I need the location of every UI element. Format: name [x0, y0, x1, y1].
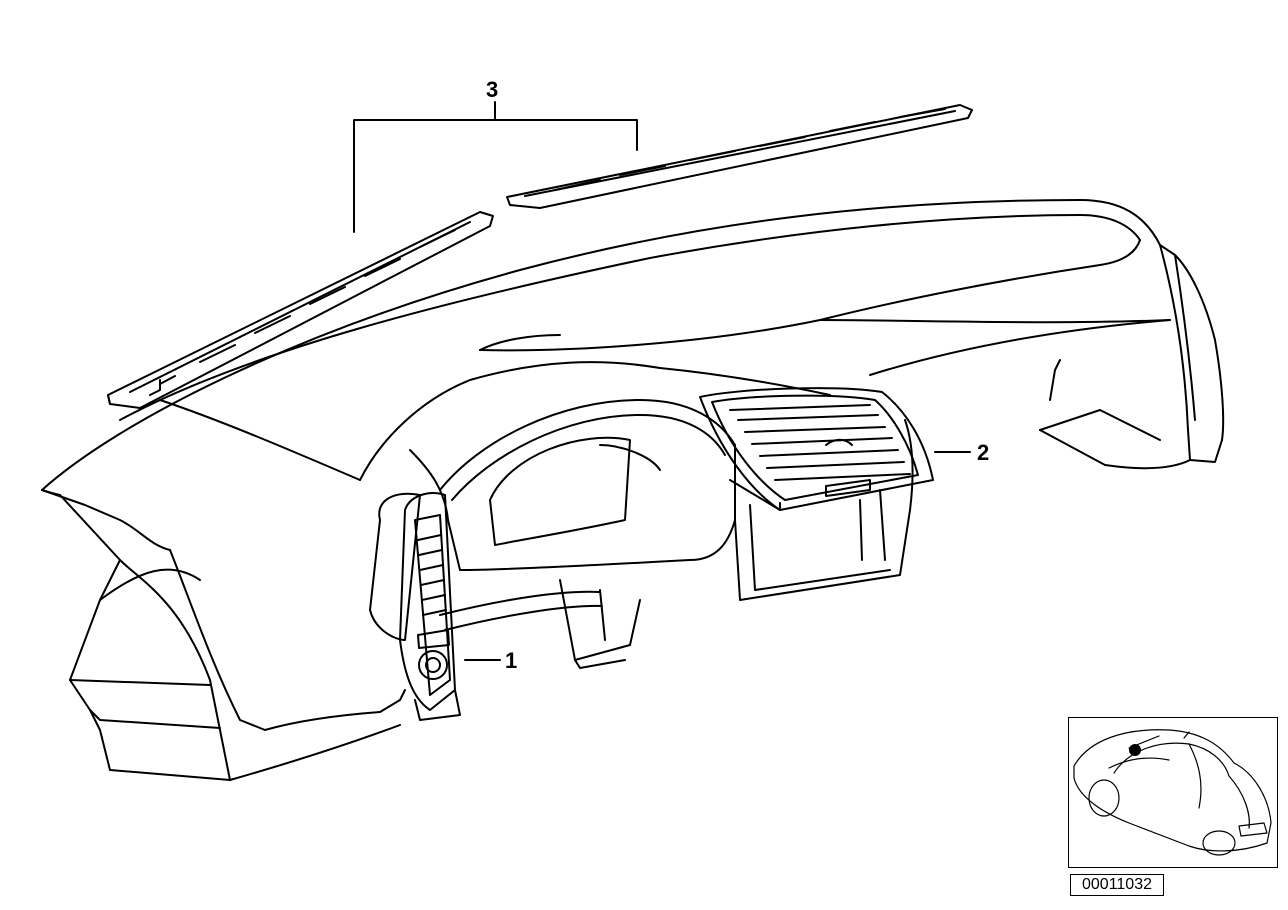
driver-air-vent — [369, 492, 461, 721]
callout-bracket-3 — [353, 101, 638, 233]
callout-label-1: 1 — [505, 648, 517, 673]
car-location-icon — [1073, 729, 1272, 856]
callout-label-2: 2 — [977, 440, 989, 465]
callout-label-3: 3 — [486, 77, 498, 102]
reference-code: 00011032 — [1070, 874, 1164, 896]
passenger-air-vent — [699, 387, 934, 511]
location-marker — [1129, 744, 1141, 756]
defroster-vent-right — [506, 104, 973, 209]
dashboard-panel — [41, 199, 1225, 781]
defroster-vent-left — [107, 211, 494, 409]
vehicle-location-thumbnail — [1068, 717, 1278, 868]
